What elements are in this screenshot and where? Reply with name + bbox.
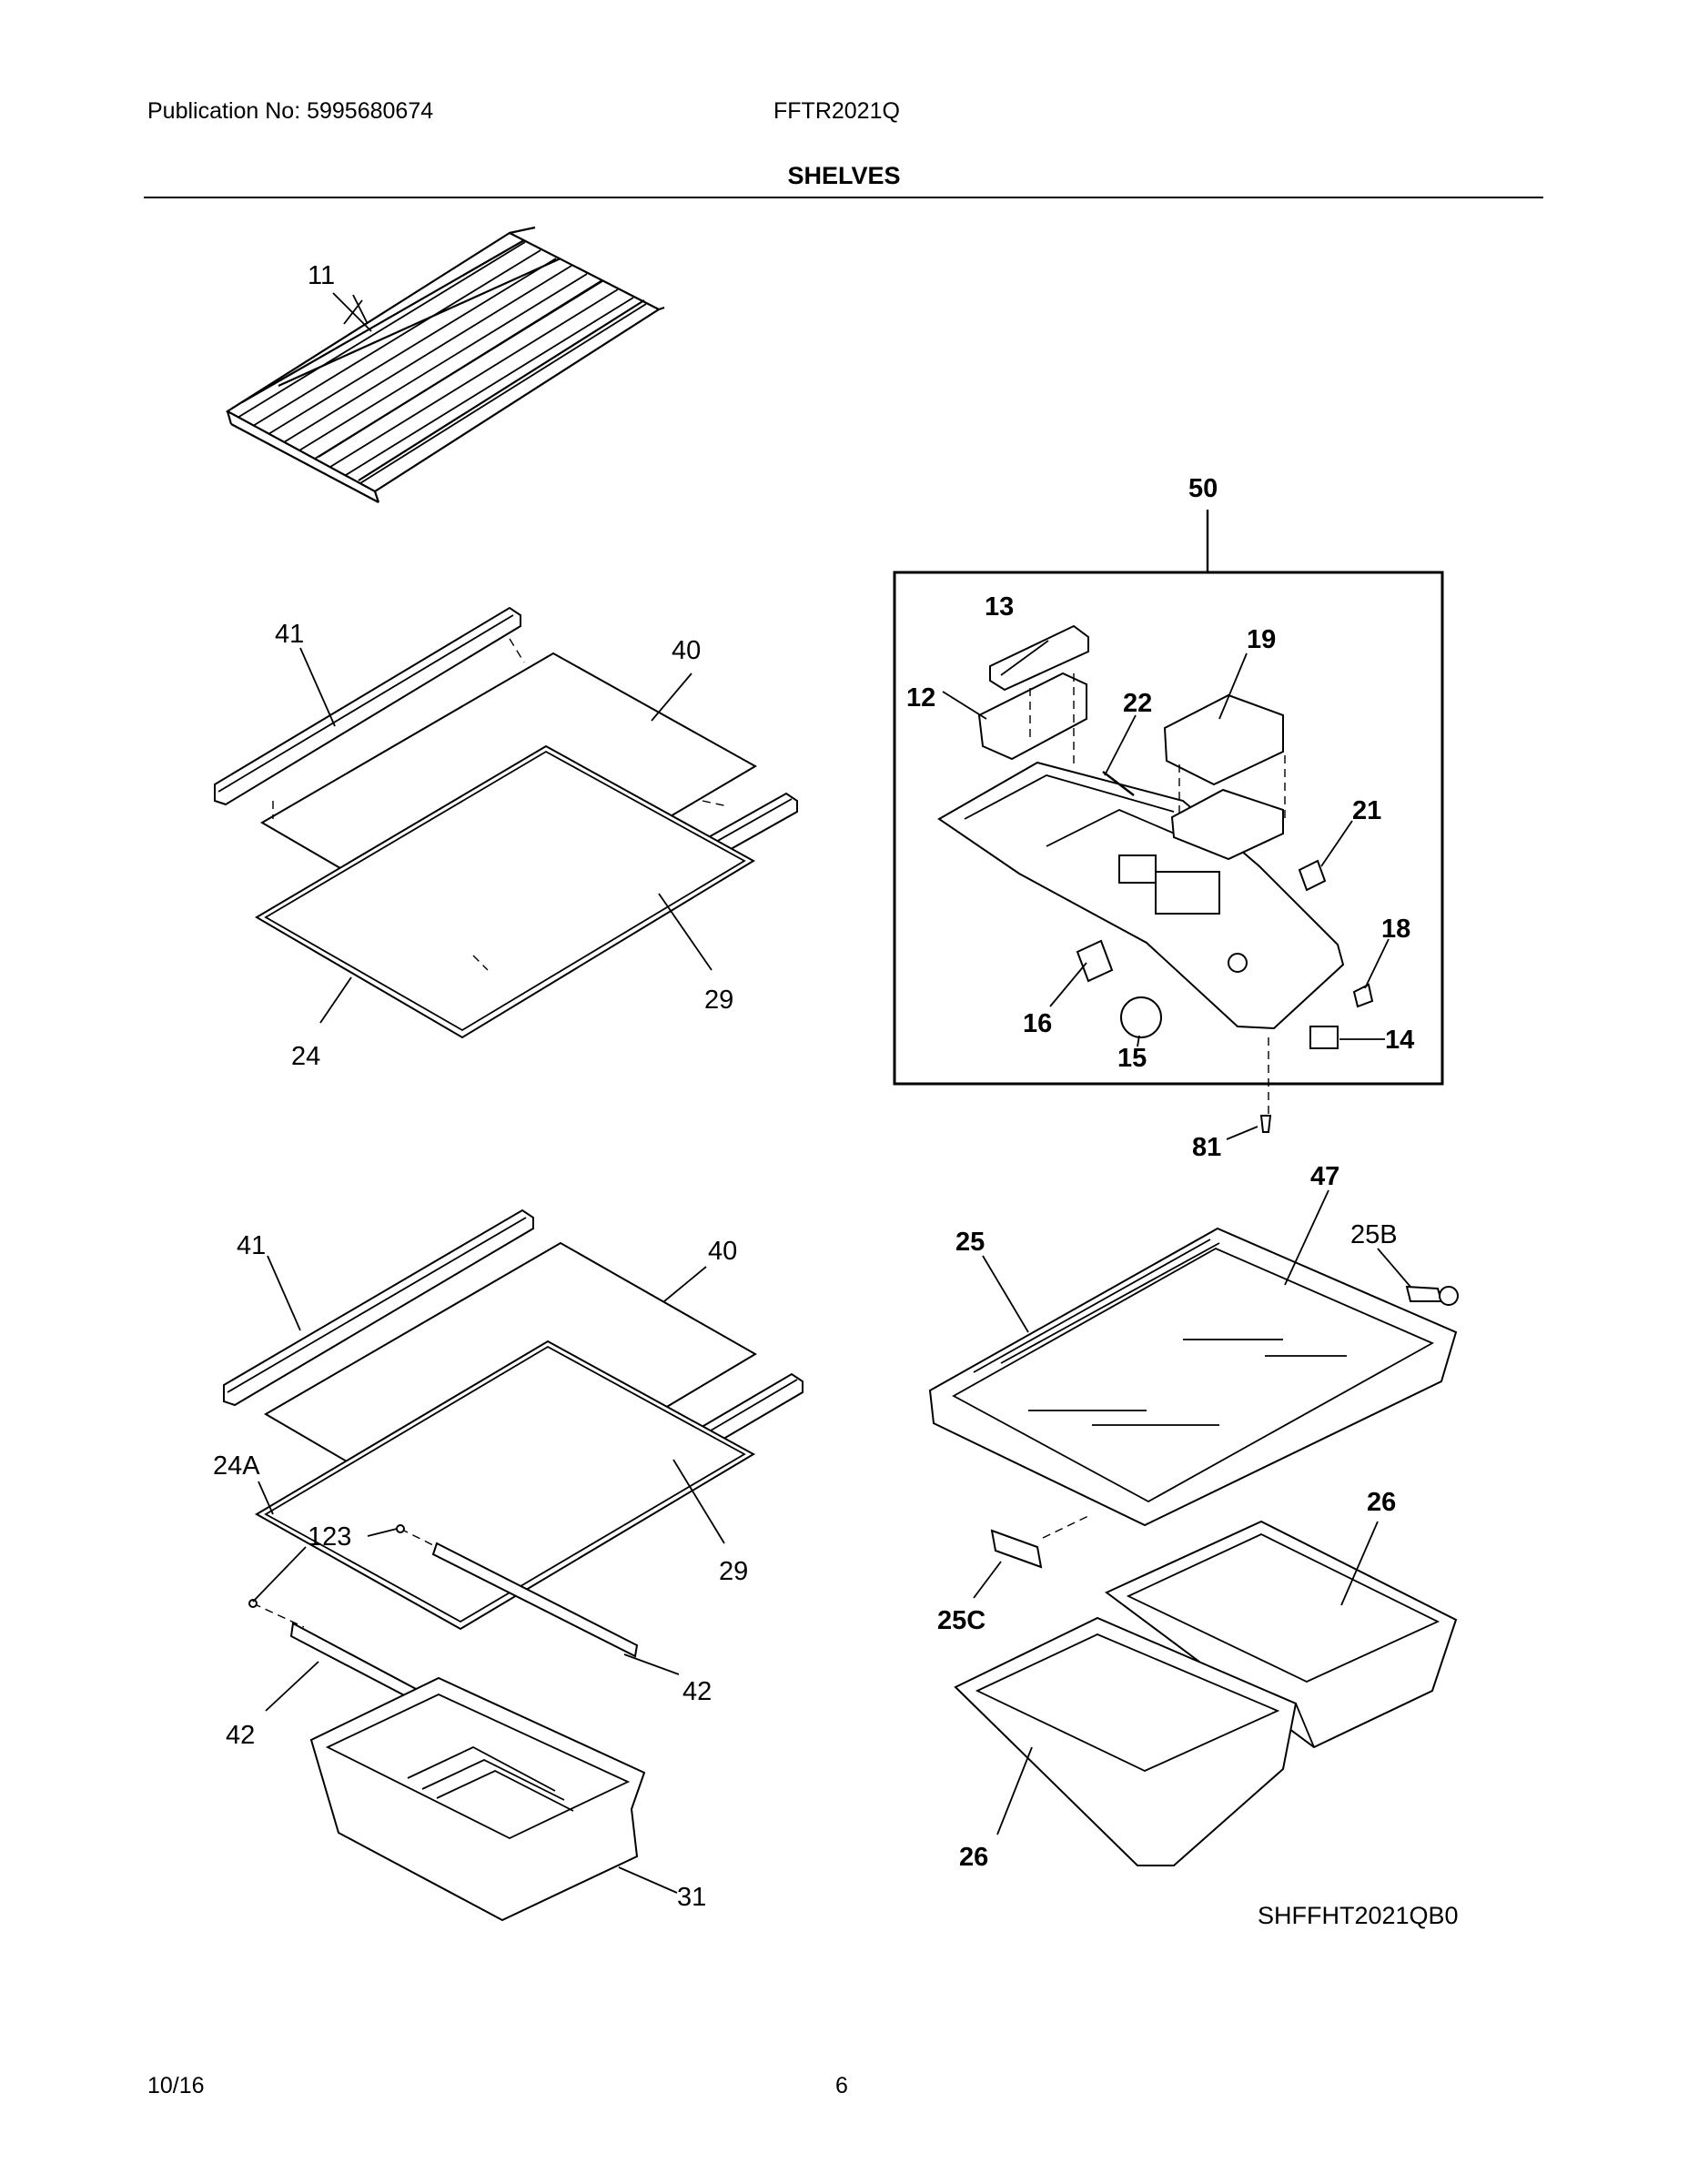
callout-29-top: 29 (704, 986, 733, 1015)
header-rule (144, 197, 1543, 198)
callout-42-right: 42 (682, 1677, 712, 1706)
glass-shelf-bottom-illustration (223, 1208, 804, 1922)
crisper-cover-and-bins-illustration (928, 1227, 1459, 1866)
section-title: SHELVES (787, 162, 901, 189)
callout-16: 16 (1023, 1009, 1052, 1038)
diagram-code: SHFFHT2021QB0 (1258, 1902, 1459, 1929)
callout-50: 50 (1188, 474, 1218, 503)
callout-25B: 25B (1350, 1220, 1398, 1249)
callout-24-top: 24 (291, 1042, 320, 1071)
callout-29-bottom: 29 (719, 1557, 748, 1586)
callout-14: 14 (1385, 1026, 1414, 1055)
callout-25: 25 (955, 1228, 985, 1257)
callout-25C: 25C (937, 1606, 986, 1635)
publication-number: Publication No: 5995680674 (147, 98, 434, 124)
callout-40-top: 40 (672, 636, 701, 665)
callout-24A: 24A (213, 1451, 260, 1481)
callout-21: 21 (1352, 796, 1381, 825)
callout-15: 15 (1117, 1044, 1147, 1073)
callout-22: 22 (1123, 689, 1152, 718)
callout-26-front: 26 (959, 1843, 988, 1872)
page-number: 6 (835, 2073, 848, 2098)
callout-13: 13 (985, 592, 1014, 622)
callout-81: 81 (1192, 1133, 1221, 1162)
control-housing-assembly-illustration (893, 510, 1444, 1133)
glass-shelf-top-illustration (214, 606, 798, 1039)
callout-labels: 11 50 13 19 12 22 21 18 16 14 15 81 41 4… (213, 261, 1414, 1912)
callout-41-top: 41 (275, 620, 304, 649)
callout-26-back: 26 (1367, 1488, 1396, 1517)
callout-40-bottom: 40 (708, 1237, 737, 1266)
callout-42-left: 42 (226, 1721, 255, 1750)
wire-shelf-illustration (225, 226, 665, 503)
callout-19: 19 (1247, 625, 1276, 654)
model-number: FFTR2021Q (773, 98, 900, 124)
footer-date: 10/16 (147, 2073, 205, 2098)
callout-47: 47 (1310, 1162, 1339, 1191)
callout-11: 11 (308, 261, 335, 290)
callout-123: 123 (308, 1522, 351, 1552)
callout-leader-lines (252, 292, 1411, 1894)
callout-31: 31 (677, 1883, 706, 1912)
callout-18: 18 (1381, 915, 1410, 944)
callout-12: 12 (906, 683, 935, 713)
callout-41-bottom: 41 (237, 1231, 266, 1260)
